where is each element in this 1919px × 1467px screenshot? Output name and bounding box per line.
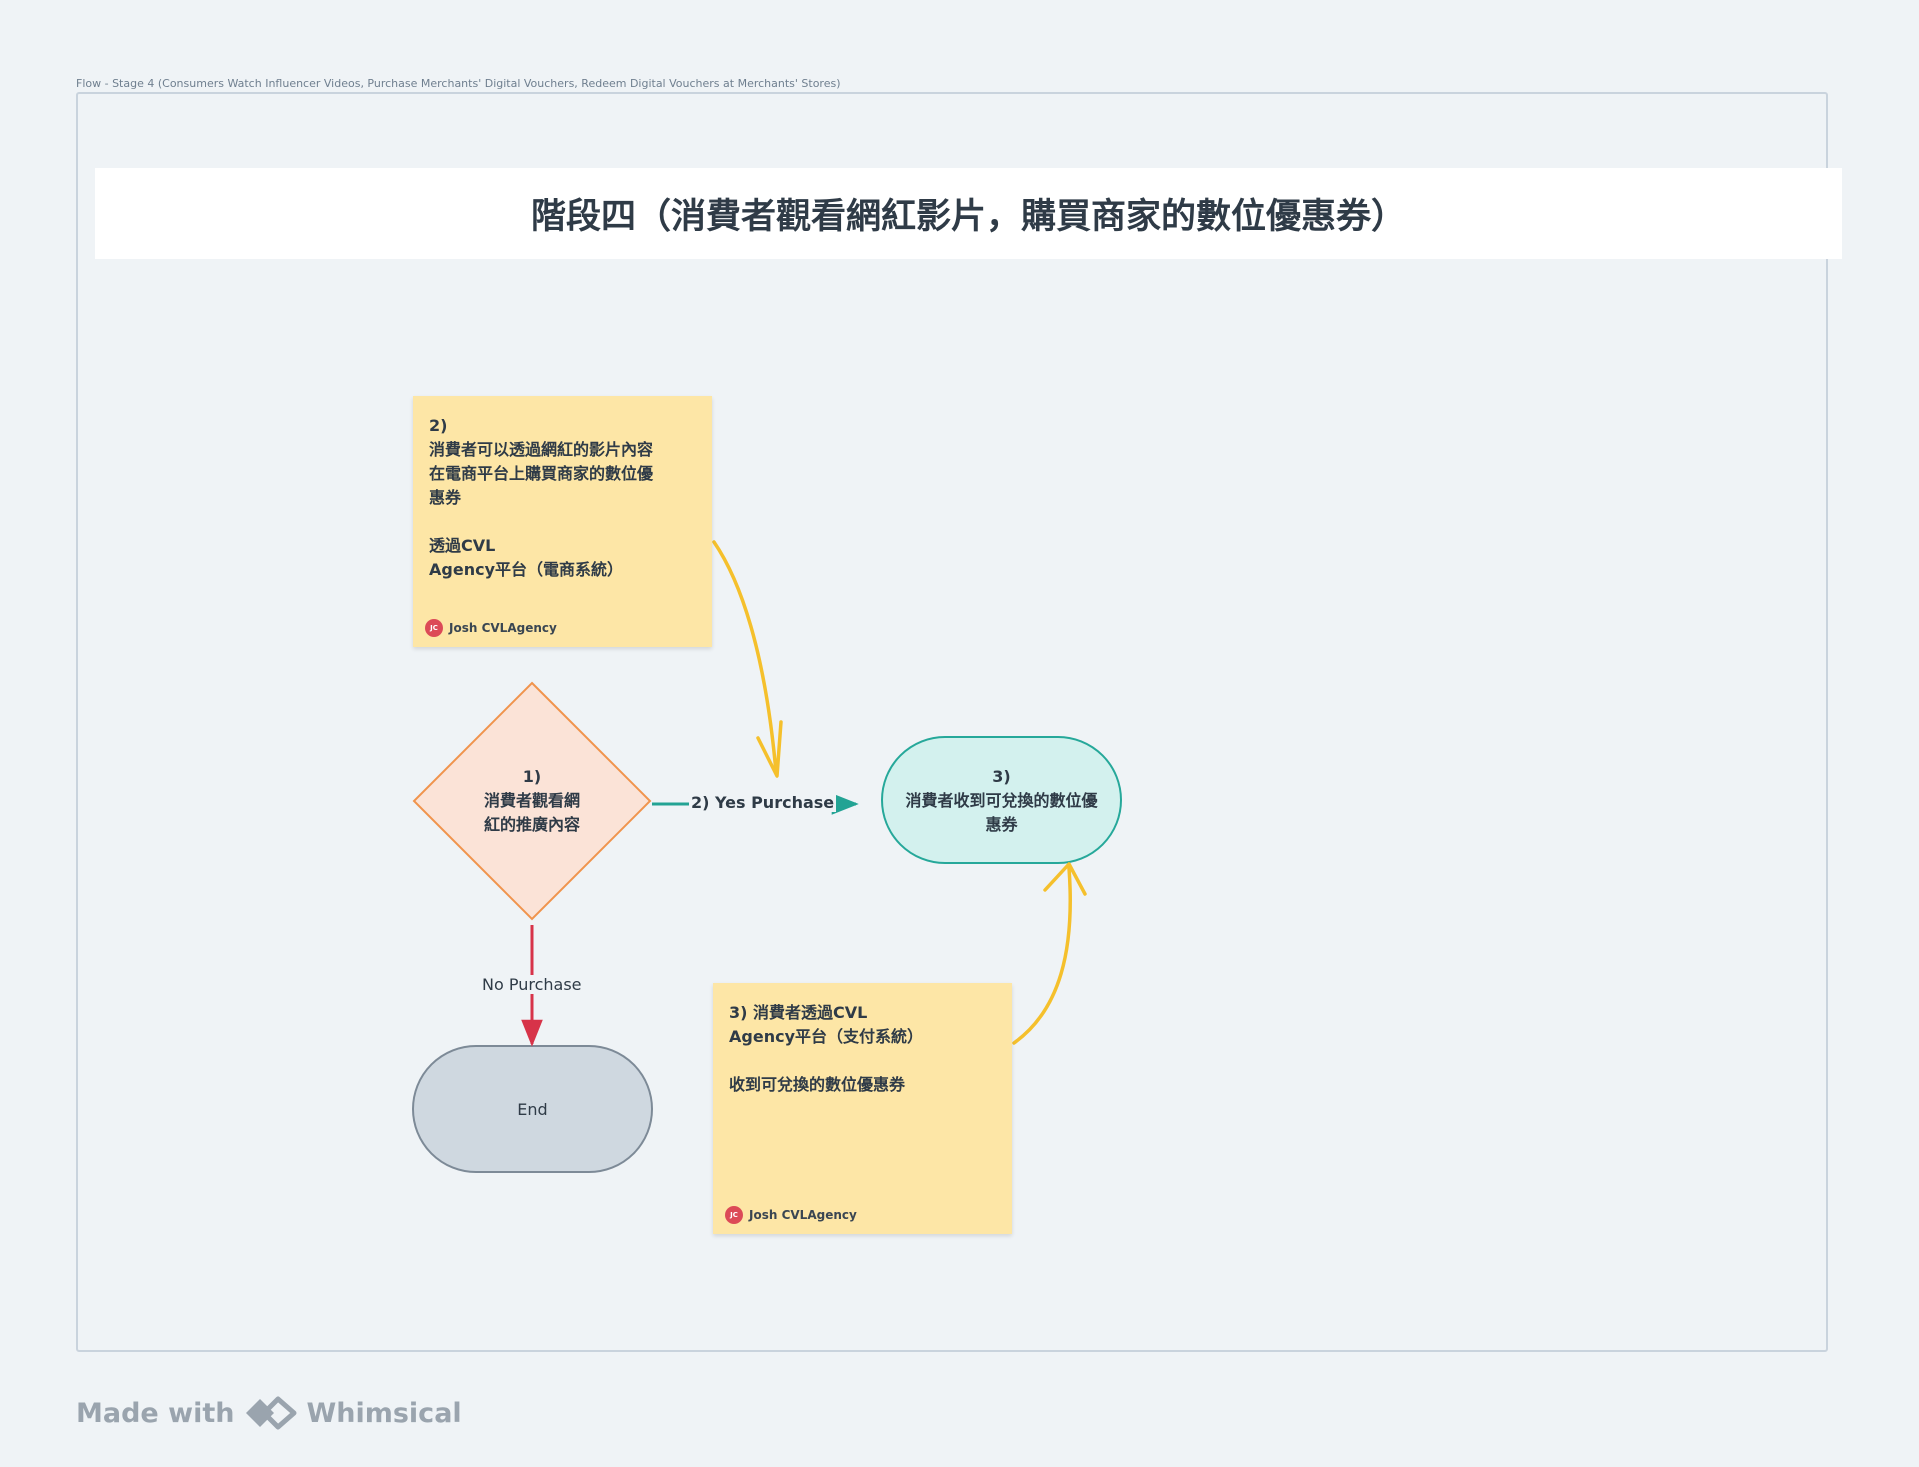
end-label: End xyxy=(517,1100,548,1119)
made-with-whimsical-badge[interactable]: Made with Whimsical xyxy=(76,1393,462,1433)
sticky-note-payment[interactable]: 3) 消費者透過CVL Agency平台（支付系統） 收到可兌換的數位優惠券 J… xyxy=(713,983,1012,1234)
author-name: Josh CVLAgency xyxy=(749,1208,857,1222)
voucher-node[interactable] xyxy=(881,736,1122,864)
author-avatar: JC xyxy=(425,619,443,637)
made-with-label: Made with xyxy=(76,1397,235,1429)
frame-caption: Flow - Stage 4 (Consumers Watch Influenc… xyxy=(76,77,841,90)
voucher-label: 3) 消費者收到可兌換的數位優 惠券 xyxy=(905,767,1098,834)
note-2-arrow[interactable] xyxy=(712,540,778,774)
author-avatar: JC xyxy=(725,1206,743,1224)
note-3-arrowhead xyxy=(1043,862,1087,896)
sticky-note-text: 2) 消費者可以透過網紅的影片內容 在電商平台上購買商家的數位優 惠券 透過CV… xyxy=(429,416,654,579)
decision-node[interactable] xyxy=(412,681,652,921)
note-author: JC Josh CVLAgency xyxy=(425,619,557,637)
note-2-arrowhead xyxy=(756,720,783,778)
note-author: JC Josh CVLAgency xyxy=(725,1206,857,1224)
page-title: 階段四（消費者觀看網紅影片，購買商家的數位優惠券） xyxy=(530,197,1406,237)
board-frame[interactable] xyxy=(76,92,1828,1352)
note-3-arrow[interactable] xyxy=(1012,866,1073,1045)
decision-label: 1) 消費者觀看網 紅的推廣內容 xyxy=(483,767,580,834)
whimsical-brand-name: Whimsical xyxy=(306,1397,462,1429)
whimsical-logo-icon xyxy=(246,1396,297,1430)
title-card[interactable]: 階段四（消費者觀看網紅影片，購買商家的數位優惠券） xyxy=(95,168,1842,259)
yes-purchase-label: 2) Yes Purchase xyxy=(689,793,837,812)
no-purchase-label: No Purchase xyxy=(480,975,584,994)
sticky-note-ecommerce[interactable]: 2) 消費者可以透過網紅的影片內容 在電商平台上購買商家的數位優 惠券 透過CV… xyxy=(413,396,712,647)
sticky-note-text: 3) 消費者透過CVL Agency平台（支付系統） 收到可兌換的數位優惠券 xyxy=(729,1003,923,1094)
author-name: Josh CVLAgency xyxy=(449,621,557,635)
